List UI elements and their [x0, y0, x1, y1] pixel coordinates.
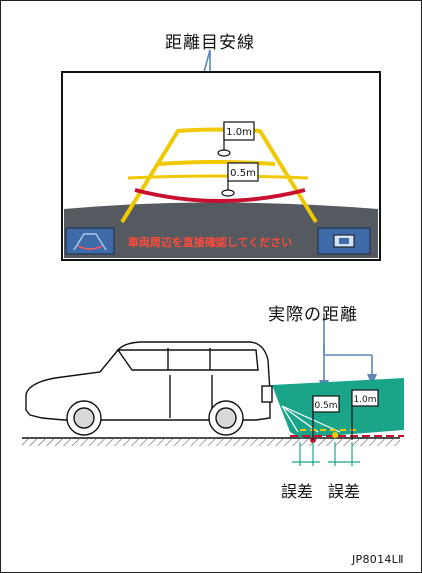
document-code: JP8014LⅡ: [352, 553, 404, 566]
yellow-guide-1m: [157, 160, 276, 166]
error-label-1: 誤差: [281, 482, 314, 501]
error-brackets: [292, 442, 360, 466]
distance-guide-lines-title: 距離目安線: [165, 33, 255, 53]
marker-label-1m: 1.0m: [226, 127, 252, 138]
view-switch-icon: [317, 227, 371, 255]
warning-text: 車両周辺を直接確認してください: [128, 235, 292, 249]
sight-lines: [281, 405, 341, 433]
actual-distance-title: 実際の距離: [268, 305, 358, 325]
camera-screen: 1.0m 0.5m 車両周辺を直接確認してください: [61, 71, 381, 261]
suv-car: [25, 341, 273, 436]
error-label-2: 誤差: [328, 482, 361, 501]
screen-road-area: [64, 202, 378, 258]
yellow-guide-outer: [120, 127, 318, 224]
ground-flag-1m: [351, 389, 379, 440]
yellow-guide-mid: [127, 174, 309, 180]
red-guide-line: [134, 188, 306, 203]
ground-marker-05m: 0.5m: [314, 401, 337, 411]
flag-1m: [217, 121, 255, 157]
ground-flag-05m: [312, 395, 340, 440]
distance-pointers: [323, 318, 373, 388]
ground-marker-1m: 1.0m: [353, 395, 376, 405]
yellow-point: [332, 432, 338, 438]
flag-05m: [221, 162, 259, 197]
marker-label-05m: 0.5m: [230, 168, 256, 179]
ground: [22, 437, 400, 446]
guide-mode-icon: [65, 227, 115, 255]
